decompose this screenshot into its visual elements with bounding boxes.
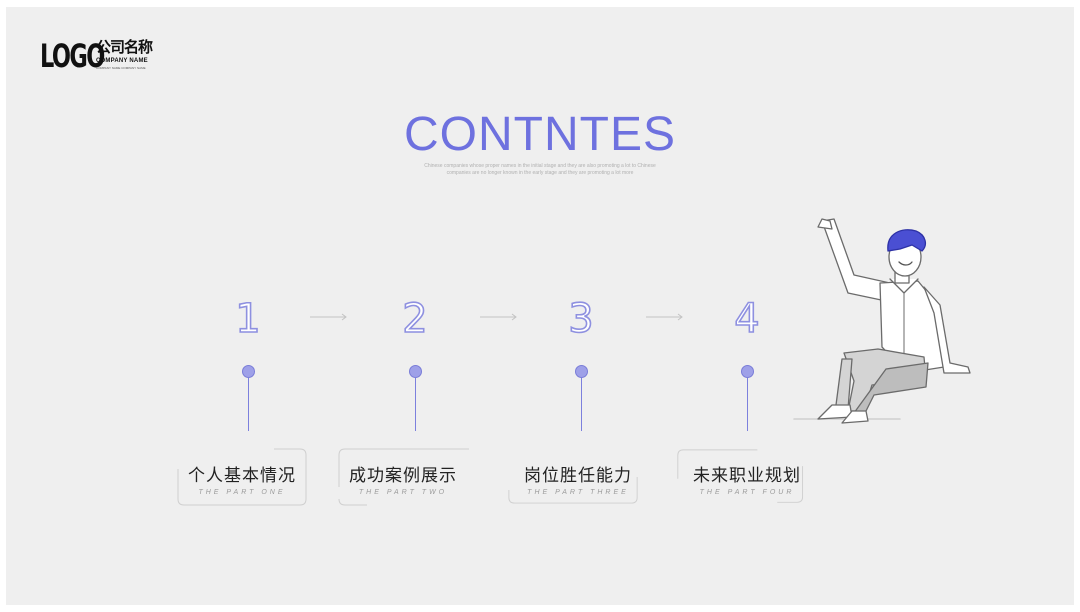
step-sub-1: THE PART ONE	[176, 489, 308, 496]
step-card-4[interactable]: 未来职业规划 THE PART FOUR	[676, 447, 808, 507]
step-label-2: 成功案例展示	[337, 465, 469, 487]
timeline-connector-2	[415, 377, 416, 431]
step-sub-4: THE PART FOUR	[676, 489, 818, 496]
step-number-2: 2	[395, 295, 435, 343]
arrow-icon	[480, 314, 516, 320]
slide: LOGO 公司名称 COMPANY NAME COMPANY NAME COMP…	[6, 7, 1074, 605]
step-card-2[interactable]: 成功案例展示 THE PART TWO	[337, 447, 469, 507]
step-number-3: 3	[561, 295, 601, 343]
arrow-icon	[310, 314, 346, 320]
step-card-1[interactable]: 个人基本情况 THE PART ONE	[176, 447, 308, 507]
step-sub-3: THE PART THREE	[507, 489, 649, 496]
step-label-4: 未来职业规划	[676, 465, 818, 487]
sitting-man-illustration	[794, 219, 970, 423]
step-sub-2: THE PART TWO	[337, 489, 469, 496]
step-label-1: 个人基本情况	[176, 465, 308, 487]
step-number-4: 4	[727, 295, 767, 343]
timeline-connector-3	[581, 377, 582, 431]
timeline-connector-4	[747, 377, 748, 431]
arrow-icon	[646, 314, 682, 320]
timeline-connector-1	[248, 377, 249, 431]
step-number-1: 1	[228, 295, 268, 343]
step-card-3[interactable]: 岗位胜任能力 THE PART THREE	[507, 447, 639, 507]
step-label-3: 岗位胜任能力	[507, 465, 649, 487]
timeline-graphic	[6, 7, 1074, 605]
